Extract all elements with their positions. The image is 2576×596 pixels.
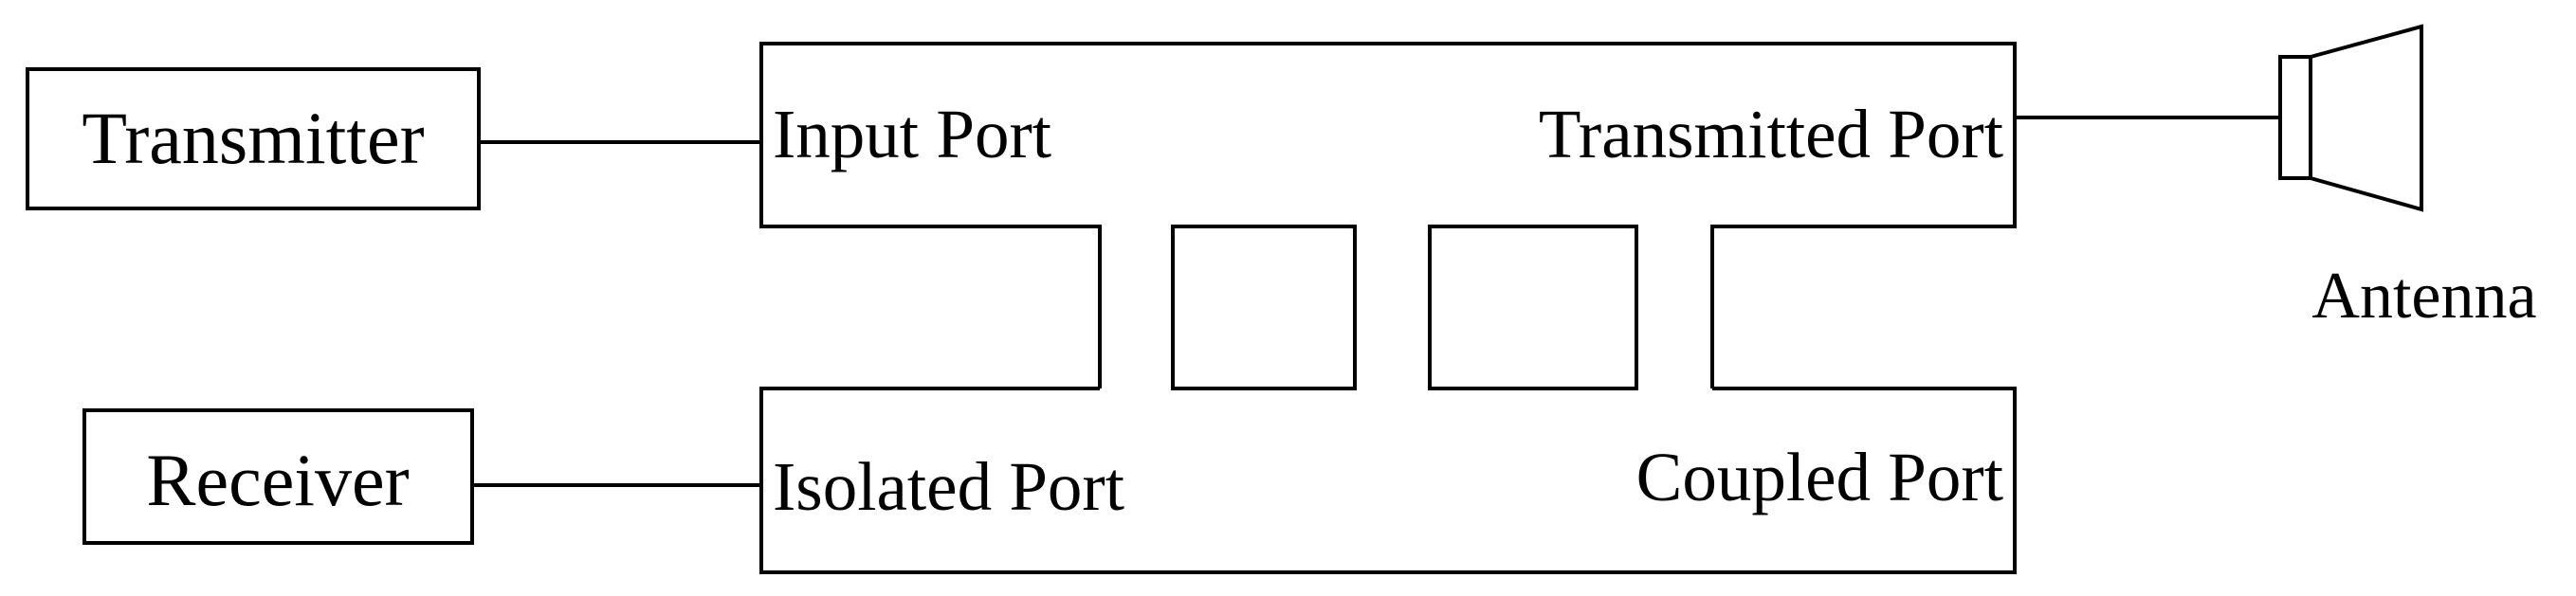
lower-waveguide-outline — [759, 387, 2017, 574]
transmitted-port-label: Transmitted Port — [1539, 96, 2003, 172]
transmitter-box — [26, 67, 481, 210]
transmitter-node: Transmitter — [26, 67, 481, 210]
coupling-aperture-left — [1171, 225, 1357, 390]
transmitter-label: Transmitter — [82, 97, 424, 179]
upper-waveguide-outline — [759, 42, 2017, 388]
coupling-aperture-right — [1428, 225, 1638, 390]
horn-antenna-icon — [2309, 24, 2423, 212]
input-port-label: Input Port — [773, 96, 1051, 172]
coupled-port-label: Coupled Port — [1636, 439, 2003, 515]
antenna-label: Antenna — [2311, 260, 2536, 333]
receiver-node: Receiver — [82, 408, 474, 545]
antenna-feed — [2278, 55, 2312, 180]
coupler-lower-waveguide — [759, 387, 2017, 574]
receiver-box — [82, 408, 474, 545]
receiver-label: Receiver — [146, 439, 409, 521]
isolated-port-label: Isolated Port — [773, 448, 1124, 525]
coupler-upper-waveguide — [759, 42, 2017, 388]
antenna-node: Antenna — [2278, 24, 2537, 333]
